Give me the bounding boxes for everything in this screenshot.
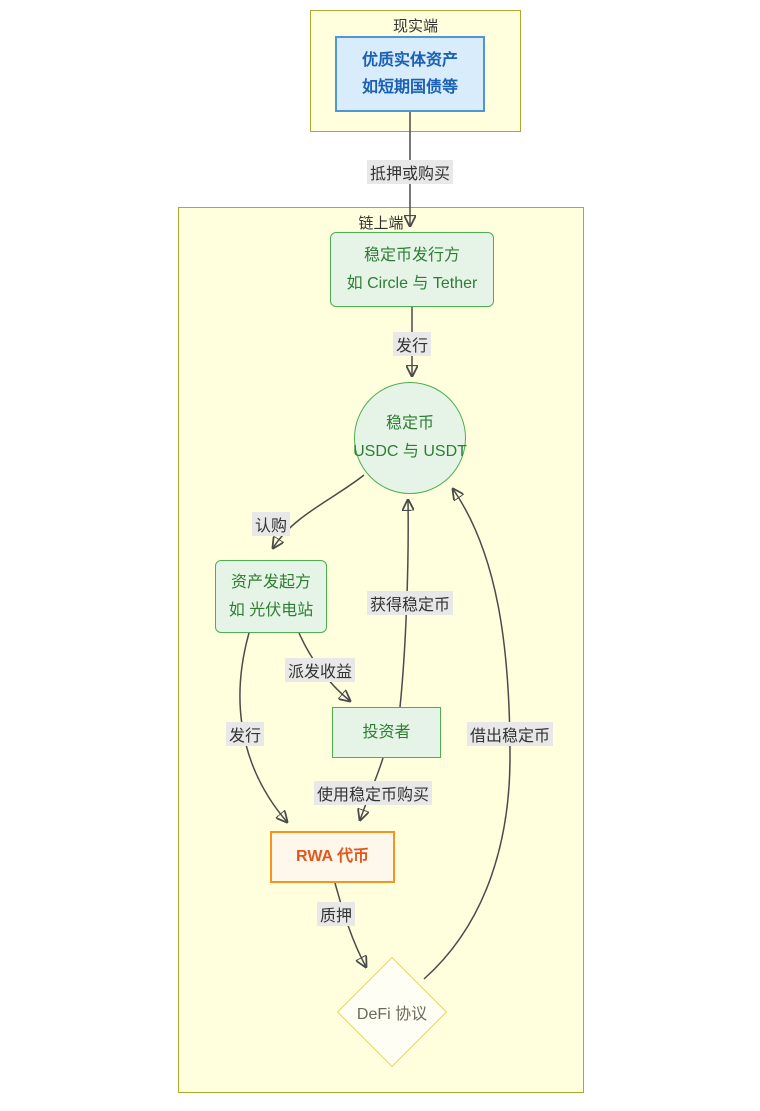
asset-originator-line1: 资产发起方 bbox=[230, 574, 311, 592]
stablecoin-node: 稳定币 USDC 与 USDT bbox=[353, 382, 467, 494]
edge-label-lend-stablecoin: 借出稳定币 bbox=[466, 722, 554, 746]
stablecoin-issuer-line1: 稳定币发行方 bbox=[363, 247, 460, 265]
stablecoin-line1: 稳定币 bbox=[385, 415, 434, 432]
defi-protocol-label: DeFi 协议 bbox=[356, 1006, 428, 1023]
real-asset-node: 优质实体资产 如短期国债等 bbox=[335, 36, 485, 112]
real-asset-line2: 如短期国债等 bbox=[361, 79, 458, 96]
edge-label-issue: 发行 bbox=[392, 332, 432, 356]
real-asset-line1: 优质实体资产 bbox=[361, 51, 458, 69]
onchain-container: 链上端 bbox=[178, 207, 584, 1093]
stablecoin-issuer-node: 稳定币发行方 如 Circle 与 Tether bbox=[330, 232, 494, 307]
edge-label-distribute-yield: 派发收益 bbox=[284, 658, 356, 682]
asset-originator-node: 资产发起方 如 光伏电站 bbox=[215, 560, 327, 633]
edge-label-buy-with-stablecoin: 使用稳定币购买 bbox=[313, 781, 433, 805]
investor-node: 投资者 bbox=[332, 707, 441, 758]
edge-label-pledge-or-buy: 抵押或购买 bbox=[366, 160, 454, 184]
edge-label-obtain-stablecoin: 获得稳定币 bbox=[366, 591, 454, 615]
stablecoin-line2: USDC 与 USDT bbox=[353, 443, 467, 460]
rwa-token-label: RWA 代币 bbox=[296, 848, 369, 866]
reality-container-label: 现实端 bbox=[392, 18, 438, 35]
rwa-token-node: RWA 代币 bbox=[270, 831, 395, 883]
edge-label-issue-rwa: 发行 bbox=[225, 722, 265, 746]
investor-label: 投资者 bbox=[362, 723, 411, 741]
edge-label-stake: 质押 bbox=[316, 902, 356, 926]
asset-originator-line2: 如 光伏电站 bbox=[228, 601, 314, 619]
onchain-container-label: 链上端 bbox=[358, 215, 404, 232]
edge-label-subscribe: 认购 bbox=[251, 512, 291, 536]
stablecoin-issuer-line2: 如 Circle 与 Tether bbox=[346, 274, 478, 292]
